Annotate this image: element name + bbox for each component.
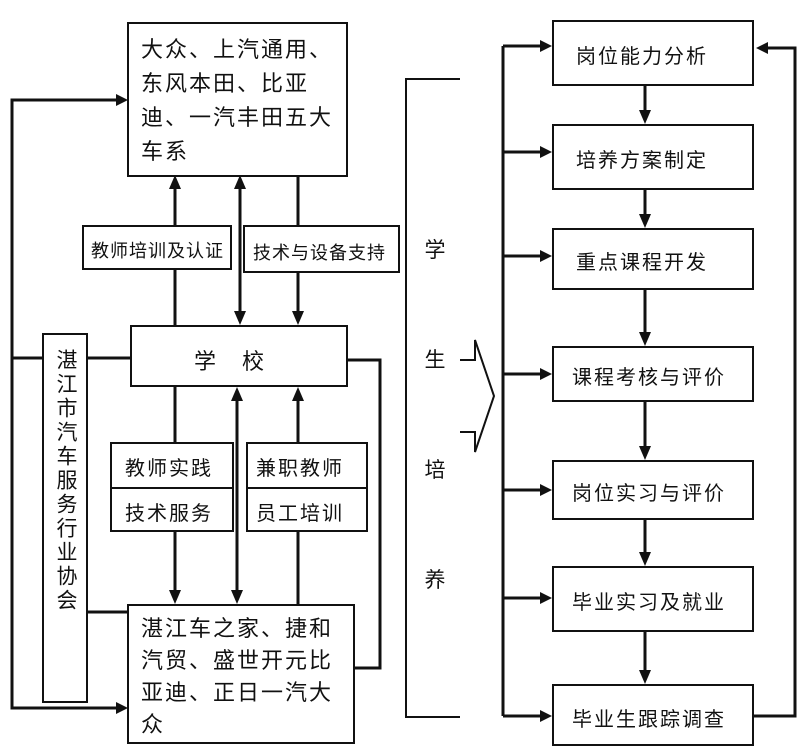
step-4-box: 课程考核与评价 xyxy=(552,346,754,402)
teacher-training-box: 教师培训及认证 xyxy=(82,225,232,270)
school-box: 学 校 xyxy=(130,325,348,387)
association-label: 湛江市汽车服务行业协会 xyxy=(54,349,78,613)
step-4-label: 课程考核与评价 xyxy=(572,365,726,389)
oem-partners-box: 大众、上汽通用、东风本田、比亚迪、一汽丰田五大车系 xyxy=(127,22,348,177)
step-7-box: 毕业生跟踪调查 xyxy=(552,684,754,746)
divider xyxy=(112,487,232,489)
step-3-label: 重点课程开发 xyxy=(576,250,708,274)
student-training-label: 学生培养 xyxy=(423,195,447,635)
staff-training-label: 员工培训 xyxy=(256,501,344,525)
oem-partners-text: 大众、上汽通用、东风本田、比亚迪、一汽丰田五大车系 xyxy=(141,38,334,165)
teacher-practice-label: 教师实践 xyxy=(125,456,213,480)
tech-support-box: 技术与设备支持 xyxy=(243,225,400,273)
tech-service-label: 技术服务 xyxy=(125,501,213,525)
step-6-label: 毕业实习及就业 xyxy=(572,590,726,614)
student-training-column: 学生培养 xyxy=(405,78,460,718)
dealers-text: 湛江车之家、捷和汽贸、盛世开元比亚迪、正日一汽大众 xyxy=(141,617,334,738)
dealers-box: 湛江车之家、捷和汽贸、盛世开元比亚迪、正日一汽大众 xyxy=(127,604,355,744)
step-7-label: 毕业生跟踪调查 xyxy=(572,707,726,731)
step-3-box: 重点课程开发 xyxy=(552,228,754,290)
step-5-label: 岗位实习与评价 xyxy=(572,481,726,505)
school-label: 学 校 xyxy=(194,350,267,375)
step-1-label: 岗位能力分析 xyxy=(576,44,708,68)
teacher-practice-box: 教师实践 技术服务 xyxy=(110,442,234,532)
parttime-teacher-label: 兼职教师 xyxy=(256,456,344,480)
step-6-box: 毕业实习及就业 xyxy=(552,566,754,632)
divider xyxy=(248,487,366,489)
step-5-box: 岗位实习与评价 xyxy=(552,460,754,520)
student-training-text: 学生培养 xyxy=(424,238,446,592)
step-1-box: 岗位能力分析 xyxy=(552,20,754,86)
parttime-teacher-box: 兼职教师 员工培训 xyxy=(246,442,368,532)
teacher-training-label: 教师培训及认证 xyxy=(91,241,224,262)
step-2-label: 培养方案制定 xyxy=(576,148,708,172)
tech-support-label: 技术与设备支持 xyxy=(253,243,386,264)
association-box: 湛江市汽车服务行业协会 xyxy=(42,333,88,703)
step-2-box: 培养方案制定 xyxy=(552,124,754,190)
